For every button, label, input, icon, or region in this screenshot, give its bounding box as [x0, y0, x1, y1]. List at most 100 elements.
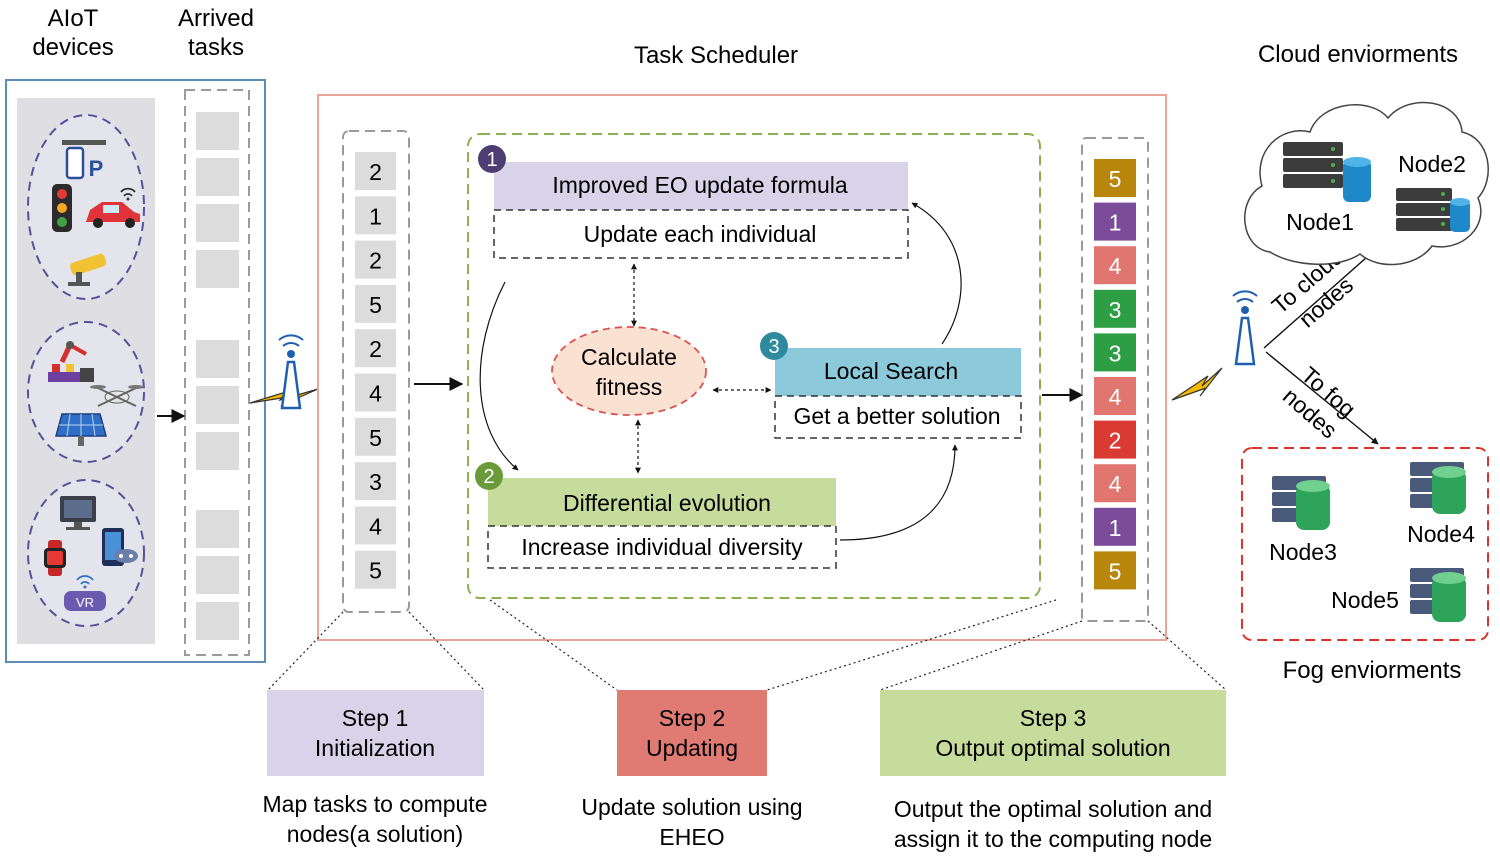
scheduler-header: Task Scheduler	[634, 42, 798, 69]
vr-headset-icon: VR	[64, 591, 106, 611]
initial-solution-cell	[355, 550, 396, 589]
eo-update-block: Improved EO update formula Update each i…	[478, 145, 909, 259]
step-number-3-badge	[760, 332, 788, 360]
to-fog-arrow	[1265, 351, 1379, 445]
arrived-task-slot	[196, 250, 239, 288]
initial-solution-cell	[355, 373, 396, 412]
left-antenna-icon	[249, 334, 319, 410]
aiot-device-panel: P	[5, 79, 266, 663]
node1-label: Node1	[1286, 209, 1354, 235]
eheo-flow-arrows	[479, 202, 962, 541]
initial-solution-cell	[355, 284, 396, 323]
smartwatch-icon	[44, 540, 66, 576]
initial-solution-value: 2	[369, 248, 382, 274]
arrived-task-slot	[196, 510, 239, 548]
car-icon	[86, 202, 140, 228]
node2-server-icon	[1396, 188, 1470, 232]
output-solution-value: 1	[1109, 210, 1122, 236]
de-sub-box	[487, 525, 837, 569]
device-panel-frame	[5, 79, 266, 663]
step1-box: Step 1 Initialization	[267, 690, 484, 776]
initial-solution-value: 5	[369, 292, 382, 318]
arrived-task-slot	[196, 602, 239, 640]
task-scheduler-frame	[317, 94, 1167, 641]
node4-server-icon	[1410, 462, 1466, 514]
ls-subtitle: Get a better solution	[793, 403, 1000, 429]
eo-to-de-curve	[479, 281, 519, 471]
output-solution-cell	[1094, 159, 1136, 197]
output-solution-cell	[1094, 551, 1136, 590]
step2-box: Step 2 Updating	[617, 690, 767, 776]
solar-panel-icon	[55, 413, 107, 446]
output-solution-cell	[1094, 507, 1136, 546]
aiot-header-line1: AIoT	[48, 5, 99, 32]
output-solution-value: 4	[1109, 384, 1122, 410]
initial-solution-value: 5	[369, 558, 382, 584]
headers: AIoT devices Arrived tasks Task Schedule…	[32, 5, 1461, 684]
eo-update-title: Improved EO update formula	[552, 172, 848, 198]
node5-server-icon	[1410, 568, 1466, 622]
arrived-task-slot	[196, 158, 239, 196]
output-solution-cell	[1094, 377, 1136, 415]
eheo-frame	[467, 133, 1041, 599]
eo-update-sub-box	[493, 209, 909, 259]
step-number-2: 2	[483, 466, 494, 488]
eo-update-subtitle: Update each individual	[584, 221, 817, 247]
arrived-task-slot	[196, 204, 239, 242]
initial-solution-cell	[355, 196, 396, 235]
initial-solution-cell	[355, 506, 396, 545]
node4-label: Node4	[1407, 521, 1475, 547]
arrived-header-line2: tasks	[188, 34, 244, 61]
output-solution-value: 2	[1109, 428, 1122, 454]
calculate-fitness-node: Calculate fitness	[551, 326, 707, 416]
initial-solution-cell	[355, 329, 396, 368]
smartphone-gamepad-icon	[102, 528, 138, 566]
initial-solution-cell	[355, 417, 396, 456]
step-number-1-badge	[478, 145, 506, 173]
right-wireless-bolt-icon	[1171, 367, 1223, 401]
drone-icon	[90, 385, 144, 407]
output-solution-cell	[1094, 464, 1136, 503]
node1-server-icon	[1283, 142, 1371, 202]
cctv-camera-icon	[68, 253, 107, 286]
to-cloud-arrow	[1263, 241, 1385, 349]
arrived-task-slot	[196, 340, 239, 378]
arrived-task-slot	[196, 556, 239, 594]
step3-desc-line2: assign it to the computing node	[894, 826, 1212, 852]
step2-desc-line1: Update solution using	[581, 794, 802, 820]
step1-desc-line1: Map tasks to compute	[263, 791, 488, 817]
arrived-task-slots	[196, 112, 239, 640]
fitness-line1: Calculate	[581, 344, 677, 370]
cloud-header: Cloud enviorments	[1258, 41, 1458, 68]
step3-desc-line1: Output the optimal solution and	[894, 796, 1212, 822]
wifi-icon	[120, 187, 136, 201]
de-to-ls-curve	[839, 444, 958, 541]
step3-box: Step 3 Output optimal solution	[880, 690, 1226, 776]
output-solution-cell	[1094, 289, 1136, 328]
vr-label: VR	[76, 595, 94, 610]
initial-solution-cell	[355, 240, 396, 279]
arrived-task-slot	[196, 386, 239, 424]
output-solution-cell	[1094, 202, 1136, 241]
node3-label: Node3	[1269, 539, 1337, 565]
ls-title-box	[775, 348, 1021, 396]
desktop-computer-icon	[60, 496, 96, 530]
local-search-block: Local Search Get a better solution 3	[760, 332, 1022, 439]
output-solution-value: 3	[1109, 340, 1122, 366]
step-number-2-badge	[475, 462, 503, 490]
aiot-header-line2: devices	[32, 34, 113, 61]
output-solution-value: 4	[1109, 471, 1122, 497]
initial-solution-value: 2	[369, 159, 382, 185]
ls-to-eo-curve	[911, 202, 962, 345]
device-group-industrial	[27, 321, 145, 463]
traffic-light-icon	[52, 184, 72, 232]
parking-sign-icon: P	[62, 140, 106, 181]
output-solution-cell	[1094, 420, 1136, 459]
step1-name: Initialization	[315, 735, 435, 761]
initial-solution-value: 1	[369, 203, 382, 229]
arrived-task-slot	[196, 432, 239, 470]
arrived-header-line1: Arrived	[178, 5, 254, 32]
